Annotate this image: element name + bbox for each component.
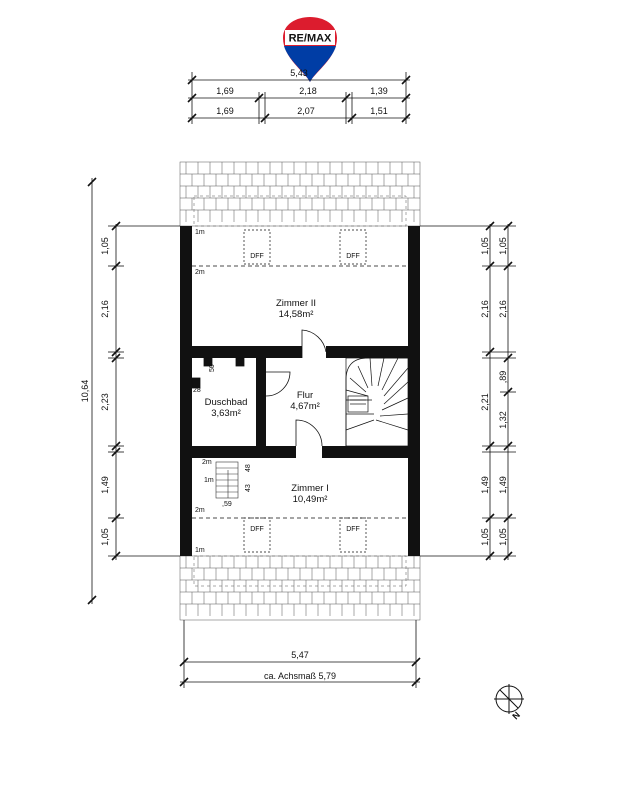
left-dim-total: 10,64 — [80, 380, 90, 403]
right-outer-dim-5: 1,05 — [480, 528, 490, 546]
right-outer-dim-3: 2,21 — [480, 393, 490, 411]
left-dim-4: 1,49 — [100, 476, 110, 494]
skylights — [243, 229, 367, 553]
bottom-dim-axis: ca. Achsmaß 5,79 — [264, 671, 336, 681]
compass-icon — [494, 684, 524, 714]
bottom-dimensions — [179, 620, 421, 688]
right-inner-dim-5: 1,49 — [498, 476, 508, 494]
dim-59: ,59 — [222, 501, 232, 508]
top-dim-total: 5,43 — [290, 68, 308, 78]
height-marker-1m-mid: 1m — [204, 477, 214, 484]
exterior-walls — [180, 226, 420, 556]
right-inner-dim-1: 1,05 — [498, 237, 508, 255]
room-zimmer2-area: 14,58m² — [279, 309, 314, 320]
staircase — [345, 357, 409, 447]
dim-50: 50 — [209, 364, 216, 372]
room-flur-name: Flur — [297, 390, 313, 401]
top-dim-r2-c: 1,51 — [370, 106, 388, 116]
roof-top — [179, 161, 421, 227]
skylight-label-1: DFF — [250, 253, 264, 260]
top-dim-r2-a: 1,69 — [216, 106, 234, 116]
right-outer-dim-4: 1,49 — [480, 476, 490, 494]
right-outer-dim-2: 2,16 — [480, 300, 490, 318]
room-duschbad-area: 3,63m² — [211, 408, 241, 419]
left-dim-2: 2,16 — [100, 300, 110, 318]
right-inner-dim-4: 1,32 — [498, 411, 508, 429]
height-marker-2m-mid: 2m — [202, 459, 212, 466]
left-dim-1: 1,05 — [100, 237, 110, 255]
left-dim-5: 1,05 — [100, 528, 110, 546]
right-inner-dim-2: 2,16 — [498, 300, 508, 318]
room-zimmer2-name: Zimmer II — [276, 298, 316, 309]
top-dim-r1-b: 2,18 — [299, 86, 317, 96]
height-marker-1m-bottom: 1m — [195, 547, 205, 554]
logo-text: RE/MAX — [289, 33, 332, 45]
right-inner-dim-3: ,89 — [498, 371, 508, 384]
right-outer-dim-1: 1,05 — [480, 237, 490, 255]
room-zimmer1-area: 10,49m² — [293, 494, 328, 505]
inner-details — [191, 265, 408, 519]
room-zimmer1-name: Zimmer I — [291, 483, 328, 494]
dim-43: 43 — [245, 484, 252, 492]
height-marker-2m-top: 2m — [195, 269, 205, 276]
height-marker-1m-top: 1m — [195, 229, 205, 236]
room-flur-area: 4,67m² — [290, 401, 320, 412]
skylight-label-4: DFF — [346, 526, 360, 533]
room-duschbad-name: Duschbad — [205, 397, 248, 408]
compass-north-label: N — [510, 710, 522, 722]
right-dimensions — [420, 221, 516, 561]
roof-bottom — [179, 555, 421, 621]
right-inner-dim-6: 1,05 — [498, 528, 508, 546]
dim-28: 28 — [193, 387, 201, 394]
top-dim-r1-c: 1,39 — [370, 86, 388, 96]
skylight-label-3: DFF — [250, 526, 264, 533]
doors — [265, 329, 327, 447]
top-dim-r1-a: 1,69 — [216, 86, 234, 96]
left-dim-3: 2,23 — [100, 393, 110, 411]
left-dimensions — [87, 177, 180, 605]
top-dimensions — [187, 72, 411, 124]
remax-balloon-logo: RE/MAX — [283, 17, 337, 82]
small-stair — [215, 461, 239, 499]
bottom-dim-inner: 5,47 — [291, 650, 309, 660]
top-dim-r2-b: 2,07 — [297, 106, 315, 116]
skylight-label-2: DFF — [346, 253, 360, 260]
dim-48: 48 — [245, 464, 252, 472]
height-marker-2m-bottom: 2m — [195, 507, 205, 514]
